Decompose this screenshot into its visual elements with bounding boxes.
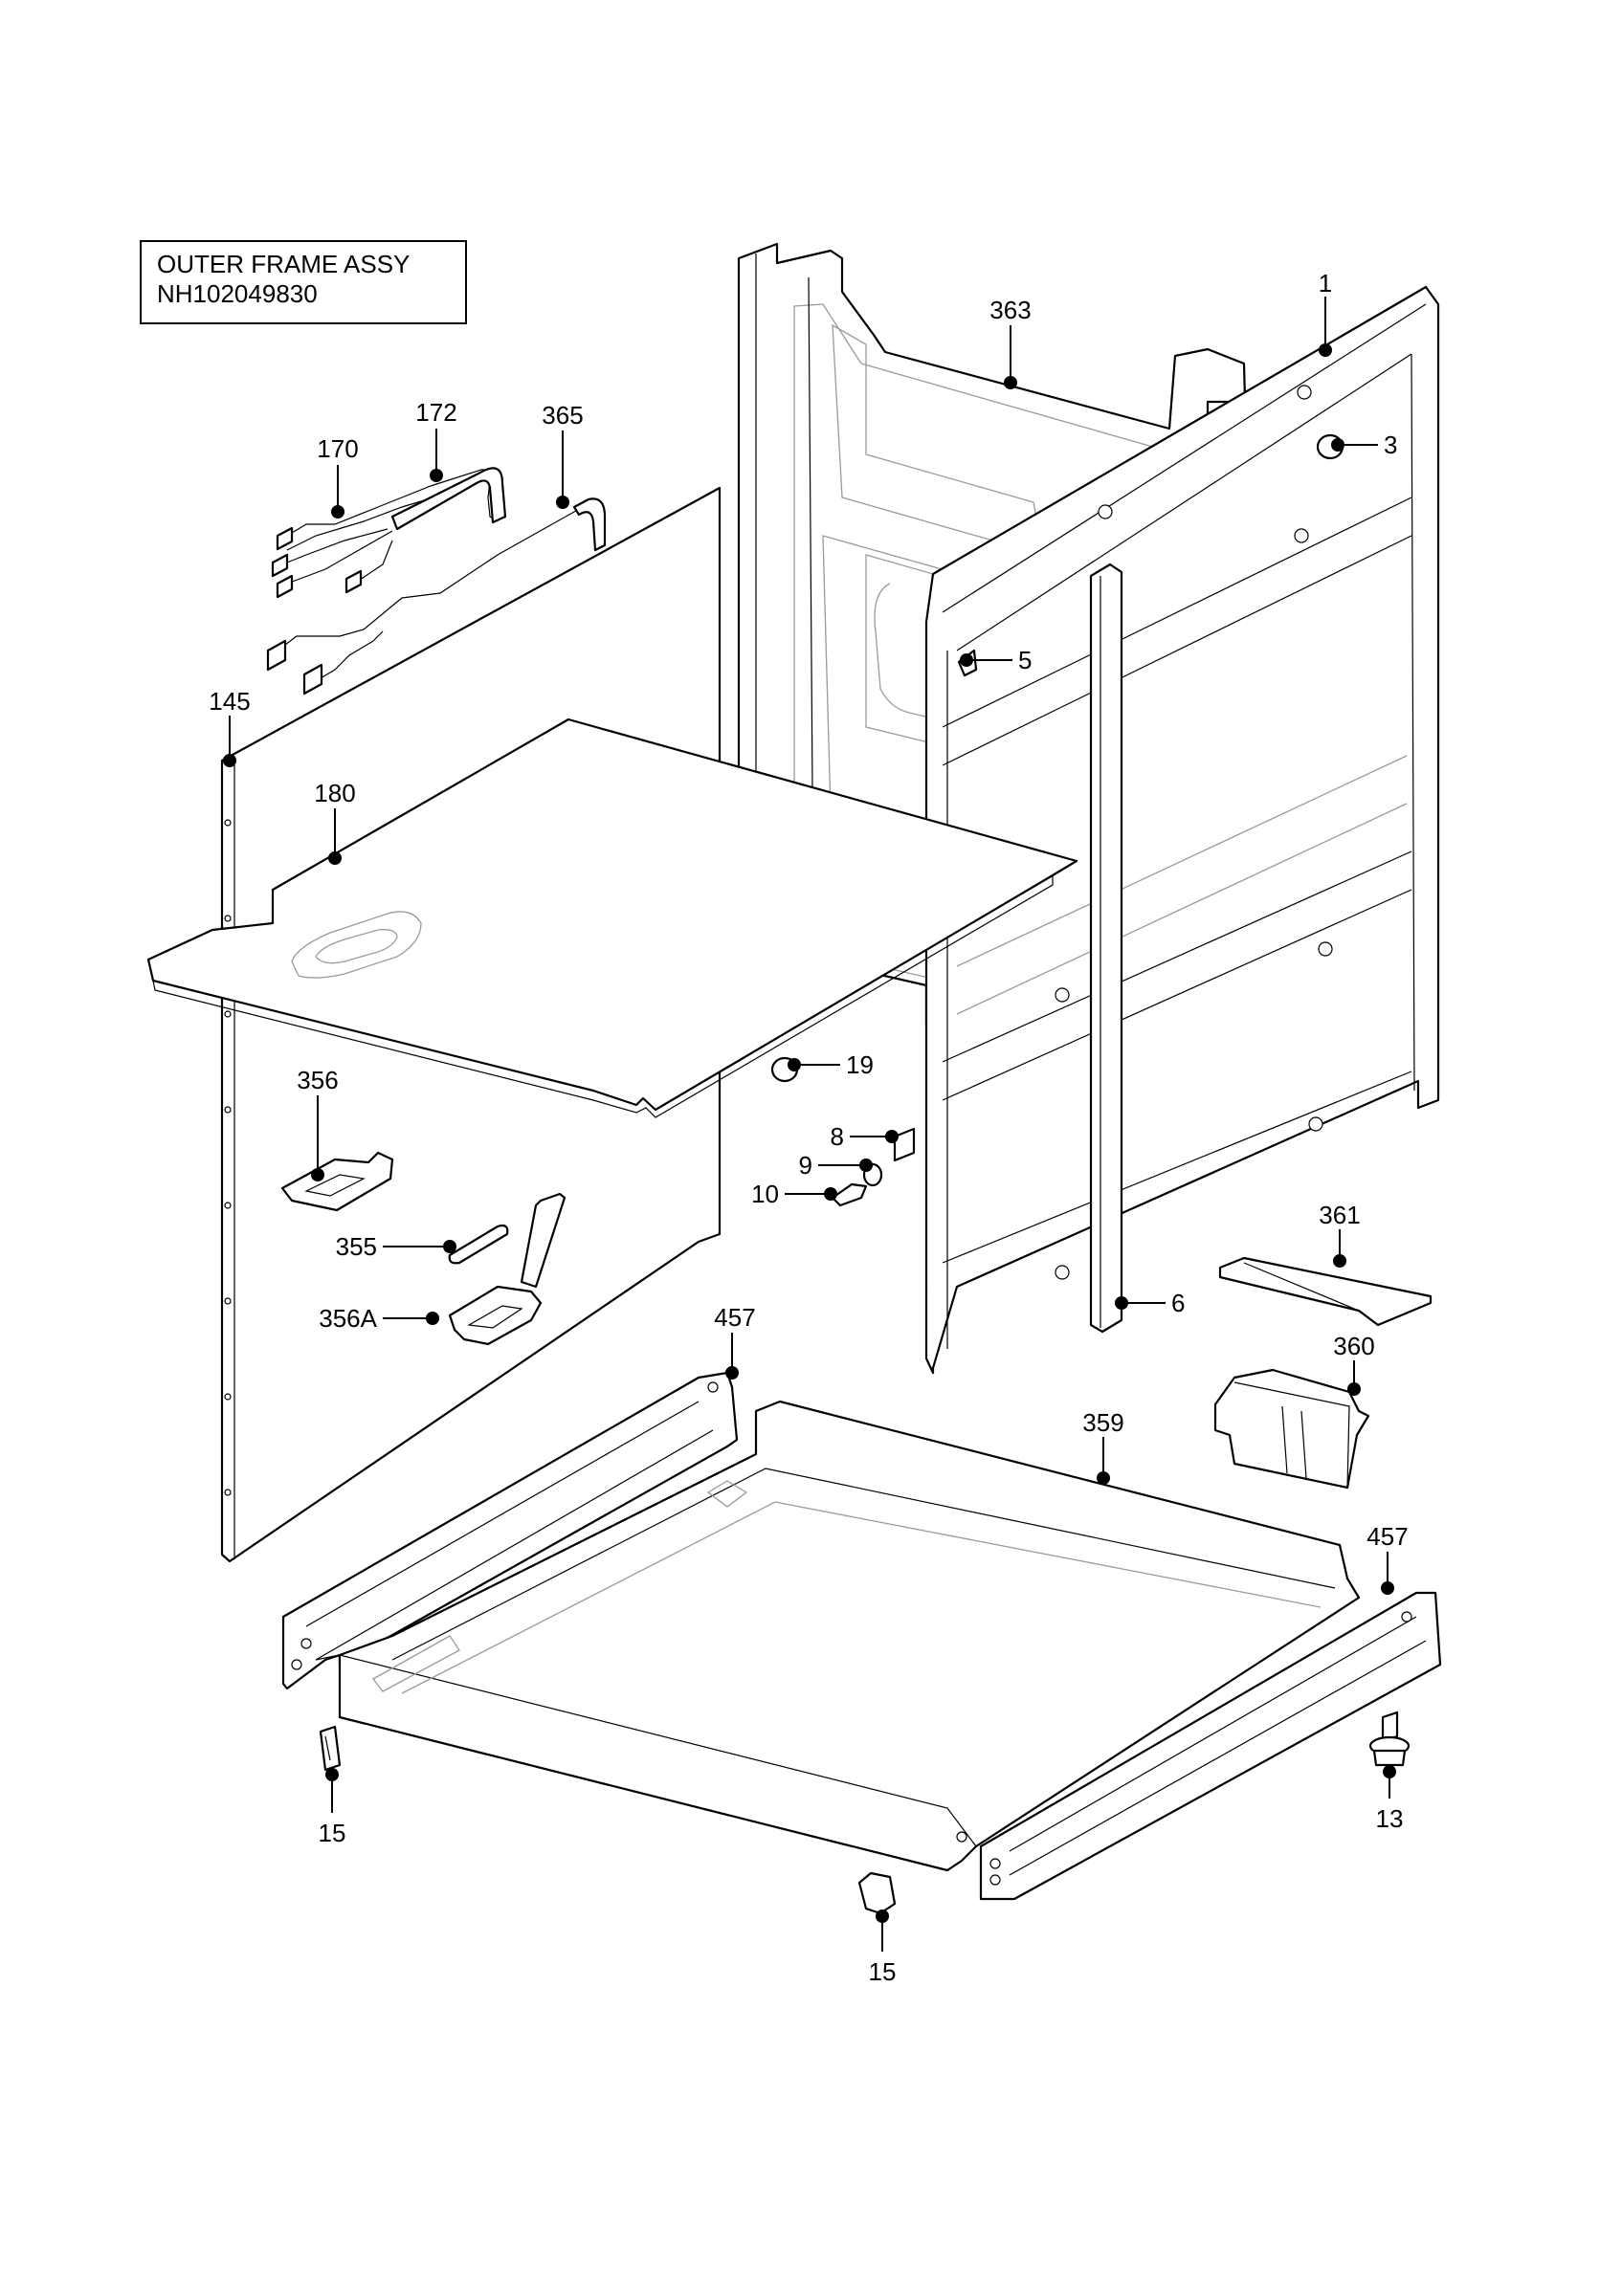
callout-8: 8: [831, 1122, 899, 1151]
callout-356A: 356A: [319, 1304, 439, 1333]
bracket-356: [280, 1151, 394, 1212]
callout-label-170: 170: [317, 434, 358, 463]
rear-cover-361: [1218, 1256, 1433, 1327]
callout-10: 10: [751, 1180, 837, 1208]
callout-3: 3: [1331, 430, 1397, 459]
callout-label-145: 145: [209, 687, 250, 716]
callout-5: 5: [960, 646, 1032, 674]
corner-bracket-15-left: [319, 1725, 342, 1772]
hinge-assembly: [448, 1192, 567, 1346]
callout-label-180: 180: [314, 779, 355, 807]
callout-label-363: 363: [989, 296, 1031, 324]
callout-label-457-left: 457: [714, 1303, 755, 1332]
callout-label-172: 172: [415, 398, 456, 427]
callout-15-center: 15: [869, 1910, 897, 1986]
vertical-trim-strip: [1089, 563, 1123, 1334]
callout-label-365: 365: [542, 401, 583, 430]
callout-label-3: 3: [1384, 430, 1397, 459]
title-block: OUTER FRAME ASSY NH102049830: [140, 240, 467, 324]
assembly-name: OUTER FRAME ASSY: [157, 250, 411, 278]
callout-label-457-right: 457: [1366, 1522, 1408, 1551]
callout-145: 145: [209, 687, 251, 767]
callout-19: 19: [788, 1050, 874, 1079]
callout-label-15-left: 15: [319, 1819, 346, 1847]
callout-363: 363: [989, 296, 1032, 389]
callout-170: 170: [317, 434, 359, 519]
callout-label-15-center: 15: [869, 1957, 897, 1986]
callout-label-356: 356: [297, 1066, 338, 1094]
callout-457-left: 457: [714, 1303, 756, 1380]
callout-label-10: 10: [751, 1180, 779, 1208]
callout-label-360: 360: [1333, 1332, 1374, 1360]
corner-bracket-15-center: [857, 1871, 897, 1915]
callout-label-5: 5: [1018, 646, 1032, 674]
right-side-panel: [924, 285, 1440, 1375]
callout-355: 355: [336, 1232, 456, 1261]
callout-6: 6: [1115, 1289, 1185, 1317]
callout-label-19: 19: [846, 1050, 874, 1079]
callout-172: 172: [415, 398, 457, 482]
callout-label-8: 8: [831, 1122, 844, 1151]
callout-457-right: 457: [1366, 1522, 1409, 1595]
top-panel: [146, 718, 1078, 1118]
wire-harnesses: [266, 467, 607, 695]
callout-label-359: 359: [1082, 1408, 1123, 1437]
part-number: NH102049830: [157, 279, 318, 308]
callout-365: 365: [542, 401, 584, 509]
callout-label-1: 1: [1319, 269, 1332, 298]
left-base-rail: [281, 1371, 739, 1690]
callout-label-361: 361: [1319, 1201, 1360, 1229]
right-base-rail: [979, 1591, 1442, 1901]
callout-359: 359: [1082, 1408, 1124, 1485]
callout-180: 180: [314, 779, 356, 865]
base-pan: [315, 1400, 1361, 1872]
junction-box-360: [1213, 1368, 1370, 1490]
callout-361: 361: [1319, 1201, 1361, 1268]
callout-356: 356: [297, 1066, 339, 1181]
callout-9: 9: [799, 1151, 873, 1180]
callout-label-355: 355: [336, 1232, 377, 1261]
callout-label-6: 6: [1171, 1289, 1185, 1317]
callout-13: 13: [1376, 1765, 1404, 1833]
callout-15-left: 15: [319, 1768, 346, 1847]
callout-label-13: 13: [1376, 1804, 1404, 1833]
callout-360: 360: [1333, 1332, 1375, 1396]
leveling-foot-13: [1368, 1711, 1411, 1767]
callout-1: 1: [1319, 269, 1332, 357]
callout-label-356A: 356A: [319, 1304, 377, 1333]
callout-label-9: 9: [799, 1151, 812, 1180]
